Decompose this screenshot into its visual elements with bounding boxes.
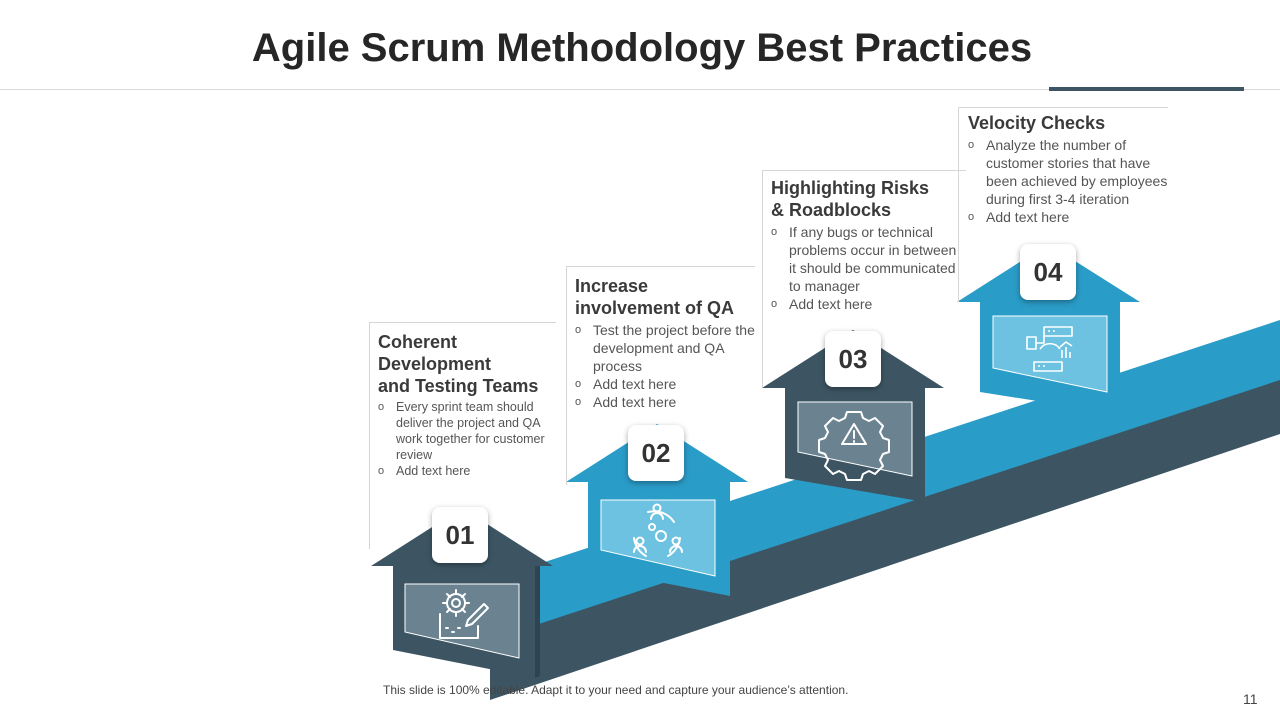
step-number-badge-04: 04 [1020, 244, 1076, 300]
list-item: Add text here [575, 393, 755, 411]
step-card-02: Increase involvement of QA Test the proj… [566, 266, 755, 485]
step-card-04: Velocity Checks Analyze the number of cu… [958, 107, 1168, 302]
page-number: 11 [1243, 691, 1258, 707]
dark-ribbon [490, 368, 1280, 700]
step-card-01: Coherent Development and Testing Teams E… [369, 322, 556, 549]
step-bullets-04: Analyze the number of customer stories t… [968, 136, 1168, 226]
list-item: Add text here [575, 375, 755, 393]
slide-title: Agile Scrum Methodology Best Practices [251, 26, 1033, 70]
list-item: If any bugs or technical problems occur … [771, 223, 966, 295]
step-number-badge-03: 03 [825, 331, 881, 387]
step-card-03: Highlighting Risks & Roadblocks If any b… [762, 170, 966, 387]
gear-pencil-icon [439, 589, 489, 639]
server-growth-icon [1026, 326, 1073, 372]
team-cycle-icon [633, 503, 683, 557]
gear-warning-icon [818, 411, 890, 481]
step-number-badge-02: 02 [628, 425, 684, 481]
list-item: Add text here [968, 208, 1168, 226]
step-title-01: Coherent Development and Testing Teams [378, 332, 539, 396]
list-item: Test the project before the development … [575, 321, 755, 375]
title-accent-bar [1049, 87, 1244, 91]
list-item: Analyze the number of customer stories t… [968, 136, 1168, 208]
step-bullets-01: Every sprint team should deliver the pro… [378, 399, 556, 479]
step-bullets-02: Test the project before the development … [575, 321, 755, 411]
title-divider [0, 89, 1280, 90]
step-title-03: Highlighting Risks & Roadblocks [771, 178, 930, 220]
list-item: Every sprint team should deliver the pro… [378, 399, 556, 463]
footer-note: This slide is 100% editable. Adapt it to… [383, 683, 849, 697]
step-title-04: Velocity Checks [968, 113, 1106, 133]
list-item: Add text here [378, 463, 556, 479]
list-item: Add text here [771, 295, 966, 313]
step-number-badge-01: 01 [432, 507, 488, 563]
step-title-02: Increase involvement of QA [575, 276, 735, 318]
step-bullets-03: If any bugs or technical problems occur … [771, 223, 966, 313]
